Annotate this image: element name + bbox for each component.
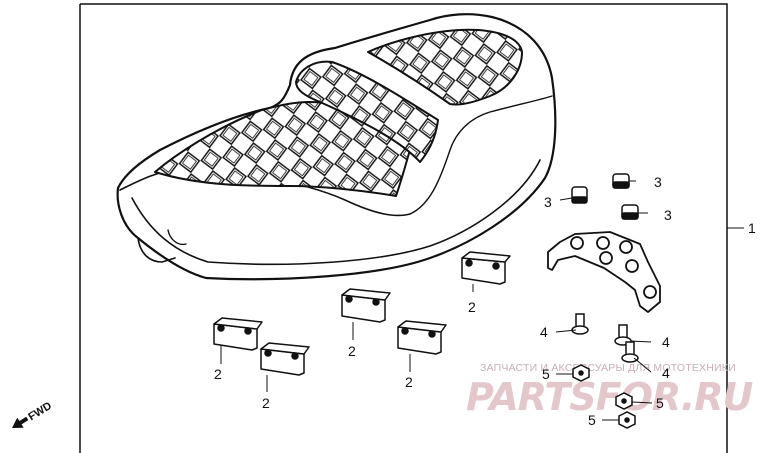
mounting-blocks bbox=[213, 251, 511, 376]
bolt-3 bbox=[621, 341, 639, 363]
callout-4-c: 4 bbox=[662, 365, 670, 381]
callout-5-b: 5 bbox=[656, 395, 664, 411]
bolt-1 bbox=[571, 313, 589, 335]
damper-2 bbox=[612, 173, 630, 189]
forward-label: FWD bbox=[26, 400, 54, 423]
callout-3-b: 3 bbox=[654, 174, 662, 190]
block-c bbox=[213, 317, 263, 351]
forward-arrow-icon bbox=[12, 416, 29, 428]
seat-groove bbox=[409, 95, 553, 215]
damper-3 bbox=[621, 204, 639, 220]
callout-2-e: 2 bbox=[262, 395, 270, 411]
callout-2-d: 2 bbox=[405, 374, 413, 390]
callout-1: 1 bbox=[748, 220, 756, 236]
bolts bbox=[571, 313, 639, 363]
block-b bbox=[341, 288, 391, 323]
middle-pad-grid bbox=[295, 60, 439, 163]
nuts bbox=[572, 364, 636, 429]
callout-4-a: 4 bbox=[540, 324, 548, 340]
seat-illustration bbox=[116, 13, 557, 281]
forward-indicator: FWD bbox=[12, 400, 54, 428]
damper-1 bbox=[571, 186, 588, 204]
callout-3-a: 3 bbox=[544, 194, 552, 210]
callout-2-b: 2 bbox=[348, 343, 356, 359]
seat-side-line bbox=[131, 159, 541, 266]
block-d bbox=[397, 320, 447, 355]
nut-1 bbox=[572, 364, 590, 382]
callout-2-c: 2 bbox=[214, 366, 222, 382]
seat-foot-right bbox=[167, 229, 187, 246]
block-e bbox=[260, 342, 310, 376]
watermark-top-text: ЗАПЧАСТИ И АКСЕССУАРЫ ДЛЯ МОТОТЕХНИКИ bbox=[480, 362, 736, 374]
frame-border-top bbox=[80, 3, 728, 453]
nut-3 bbox=[618, 411, 636, 429]
watermark-logo-text: PARTSFOR.RU bbox=[466, 375, 754, 419]
callout-5-a: 5 bbox=[542, 366, 550, 382]
rubber-dampers bbox=[571, 173, 639, 220]
callout-5-c: 5 bbox=[588, 412, 596, 428]
callout-2-a: 2 bbox=[468, 299, 476, 315]
callout-4-b: 4 bbox=[662, 334, 670, 350]
block-a bbox=[461, 251, 511, 285]
leader-lines bbox=[220, 180, 744, 421]
nut-2 bbox=[615, 392, 633, 410]
seat-bracket bbox=[547, 231, 661, 313]
callout-3-c: 3 bbox=[664, 207, 672, 223]
rear-pad-grid bbox=[367, 28, 523, 106]
seat-foot-left bbox=[137, 237, 176, 263]
callout-labels: 1 2 2 2 2 2 3 3 3 4 4 4 5 5 5 bbox=[214, 174, 756, 428]
